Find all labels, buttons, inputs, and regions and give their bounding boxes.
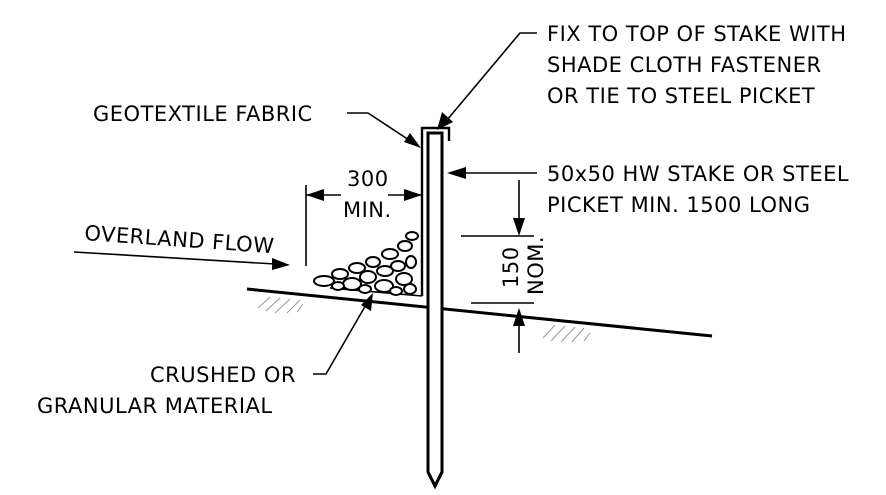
label-fix-top-2: SHADE CLOTH FASTENER [547,53,822,77]
label-dim-nom: NOM. [524,236,548,295]
overland-flow-arrow [73,251,290,270]
ground-hatch-left [257,296,304,314]
leader-crushed [313,293,373,375]
geotextile-fabric [420,126,451,296]
label-dim-150: 150 [499,246,523,288]
label-dim-min: MIN. [343,198,392,222]
label-overland-flow: OVERLAND FLOW [84,221,276,258]
leader-fix-top [437,32,537,130]
dim-150 [461,180,534,353]
label-stake-2: PICKET MIN. 1500 LONG [547,193,811,217]
label-dim-300: 300 [347,167,389,191]
leader-geotextile [347,112,421,148]
dim-300 [305,185,422,266]
label-fix-top-1: FIX TO TOP OF STAKE WITH [547,22,847,46]
ground-line [246,287,713,338]
label-fix-top-3: OR TIE TO STEEL PICKET [547,84,815,108]
leader-stake [447,167,537,179]
ground-hatch-right [542,324,591,343]
label-crushed-1: CRUSHED OR [150,363,296,387]
rock-pile [313,231,419,296]
label-crushed-2: GRANULAR MATERIAL [37,394,273,418]
label-geotextile: GEOTEXTILE FABRIC [93,102,313,126]
label-stake-1: 50x50 HW STAKE OR STEEL [547,162,849,186]
